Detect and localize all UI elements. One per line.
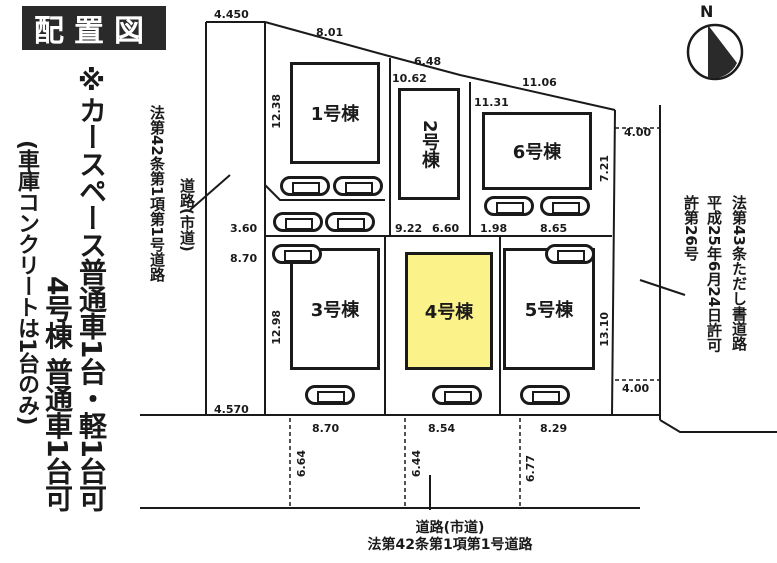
garage-note: (車庫コンクリートは1台のみ) xyxy=(14,140,39,425)
dim-depth-5: 6.77 xyxy=(524,455,537,483)
parking-note: ※カースペース普通車1台・軽1台可 xyxy=(75,64,108,511)
dim-right-setback-top: 4.00 xyxy=(624,126,652,139)
dim-front-5: 8.29 xyxy=(540,422,568,435)
dim-lot2-top: 10.62 xyxy=(392,72,427,85)
car-icon xyxy=(272,244,322,264)
dim-front-3: 8.70 xyxy=(312,422,340,435)
car-icon xyxy=(520,385,570,405)
dim-lot6-right: 7.21 xyxy=(598,155,611,183)
left-road-type: 道路(市道) xyxy=(178,178,196,252)
car-icon xyxy=(280,176,330,196)
car-icon xyxy=(540,196,590,216)
building-4[interactable]: 4号棟 xyxy=(405,252,493,370)
dim-top-edge-3: 11.06 xyxy=(522,76,557,89)
car-icon xyxy=(325,212,375,232)
bottom-road-law: 法第42条第1項第1号道路 xyxy=(367,537,533,553)
dim-lot1-depth: 12.38 xyxy=(270,94,283,129)
car-icon xyxy=(273,212,323,232)
building-2[interactable]: 2号棟 xyxy=(398,88,460,200)
dim-mid-4: 8.65 xyxy=(540,222,568,235)
dim-bottom-left-width: 4.570 xyxy=(214,403,249,416)
car-icon xyxy=(333,176,383,196)
dim-lot6-top: 11.31 xyxy=(474,96,509,109)
bottom-road-label: 道路(市道) 法第42条第1項第1号道路 xyxy=(300,520,600,554)
building-3[interactable]: 3号棟 xyxy=(290,248,380,370)
bottom-road-type: 道路(市道) xyxy=(415,520,485,536)
north-label: N xyxy=(700,2,714,21)
car-icon xyxy=(305,385,355,405)
dim-front-4: 8.54 xyxy=(428,422,456,435)
dim-left-access-1: 3.60 xyxy=(230,222,258,235)
building-5[interactable]: 5号棟 xyxy=(503,248,595,370)
dim-top-edge-1: 8.01 xyxy=(316,26,344,39)
dim-mid-2: 6.60 xyxy=(432,222,460,235)
dim-top-edge-2: 6.48 xyxy=(414,55,442,68)
car-icon xyxy=(484,196,534,216)
car-icon xyxy=(545,244,595,264)
dim-right-setback-bottom: 4.00 xyxy=(622,382,650,395)
dim-lot5-right: 13.10 xyxy=(598,312,611,347)
page-title: 配置図 xyxy=(22,6,166,50)
right-road-law: 法第43条ただし書道路 xyxy=(730,195,748,351)
right-road-permit-no: 許第26号 xyxy=(682,195,700,261)
building-1[interactable]: 1号棟 xyxy=(290,62,380,164)
dim-mid-3: 1.98 xyxy=(480,222,508,235)
dim-depth-4: 6.44 xyxy=(410,450,423,478)
dim-left-access-2: 8.70 xyxy=(230,252,258,265)
dim-lot3-depth: 12.98 xyxy=(270,310,283,345)
dim-mid-1: 9.22 xyxy=(395,222,423,235)
dim-top-left-width: 4.450 xyxy=(214,8,249,21)
dim-depth-3: 6.64 xyxy=(295,450,308,478)
car-icon xyxy=(432,385,482,405)
left-road-law: 法第42条第1項第1号道路 xyxy=(148,105,166,282)
compass xyxy=(686,23,744,81)
unit4-parking-note: 4号棟 普通車1台可 xyxy=(41,276,74,511)
right-road-permit-date: 平成25年6月24日許可 xyxy=(705,195,723,353)
building-6[interactable]: 6号棟 xyxy=(482,112,592,190)
